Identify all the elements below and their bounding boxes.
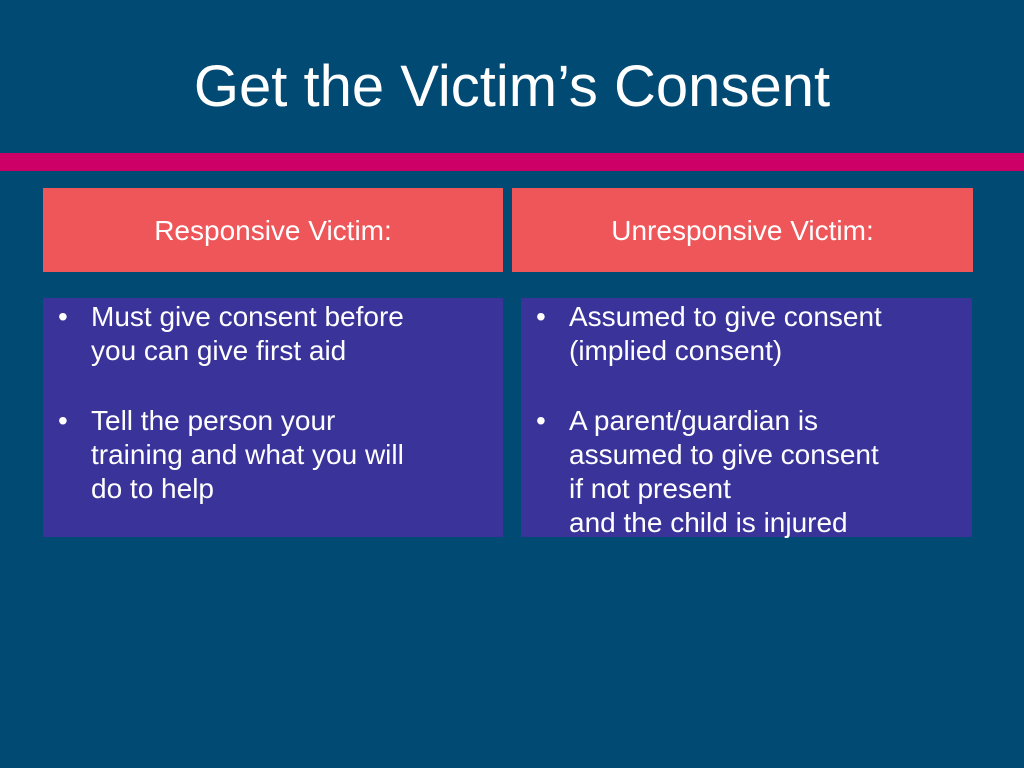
bullet-line: (implied consent) [569, 335, 783, 366]
bullet-icon: • [58, 405, 68, 436]
bullet-line: training and what you will [91, 439, 404, 470]
bullet-line: assumed to give consent [569, 439, 879, 470]
bullet-line: and the child is injured [569, 507, 848, 538]
list-item: • Must give consent before you can give … [56, 300, 493, 368]
responsive-victim-panel: • Must give consent before you can give … [43, 298, 503, 537]
bullet-line: do to help [91, 473, 214, 504]
unresponsive-victim-panel: • Assumed to give consent (implied conse… [521, 298, 972, 540]
list-item: • Assumed to give consent (implied conse… [534, 300, 962, 368]
bullet-icon: • [536, 301, 546, 332]
bullet-line: A parent/guardian is [569, 405, 819, 436]
unresponsive-victim-header: Unresponsive Victim: [512, 188, 973, 272]
responsive-victim-list: • Must give consent before you can give … [56, 300, 493, 506]
list-item: • A parent/guardian is assumed to give c… [534, 404, 962, 540]
bullet-icon: • [58, 301, 68, 332]
slide-title: Get the Victim’s Consent [193, 54, 831, 119]
responsive-victim-header: Responsive Victim: [43, 188, 503, 272]
bullet-line: if not present [569, 473, 731, 504]
bullet-line: Must give consent before [91, 301, 404, 332]
bullet-line: Assumed to give consent [569, 301, 882, 332]
unresponsive-victim-list: • Assumed to give consent (implied conse… [534, 300, 962, 540]
accent-bar [0, 153, 1024, 171]
bullet-line: you can give first aid [91, 335, 347, 366]
bullet-line: Tell the person your [91, 405, 336, 436]
bullet-icon: • [536, 405, 546, 436]
list-item: • Tell the person your training and what… [56, 404, 493, 506]
